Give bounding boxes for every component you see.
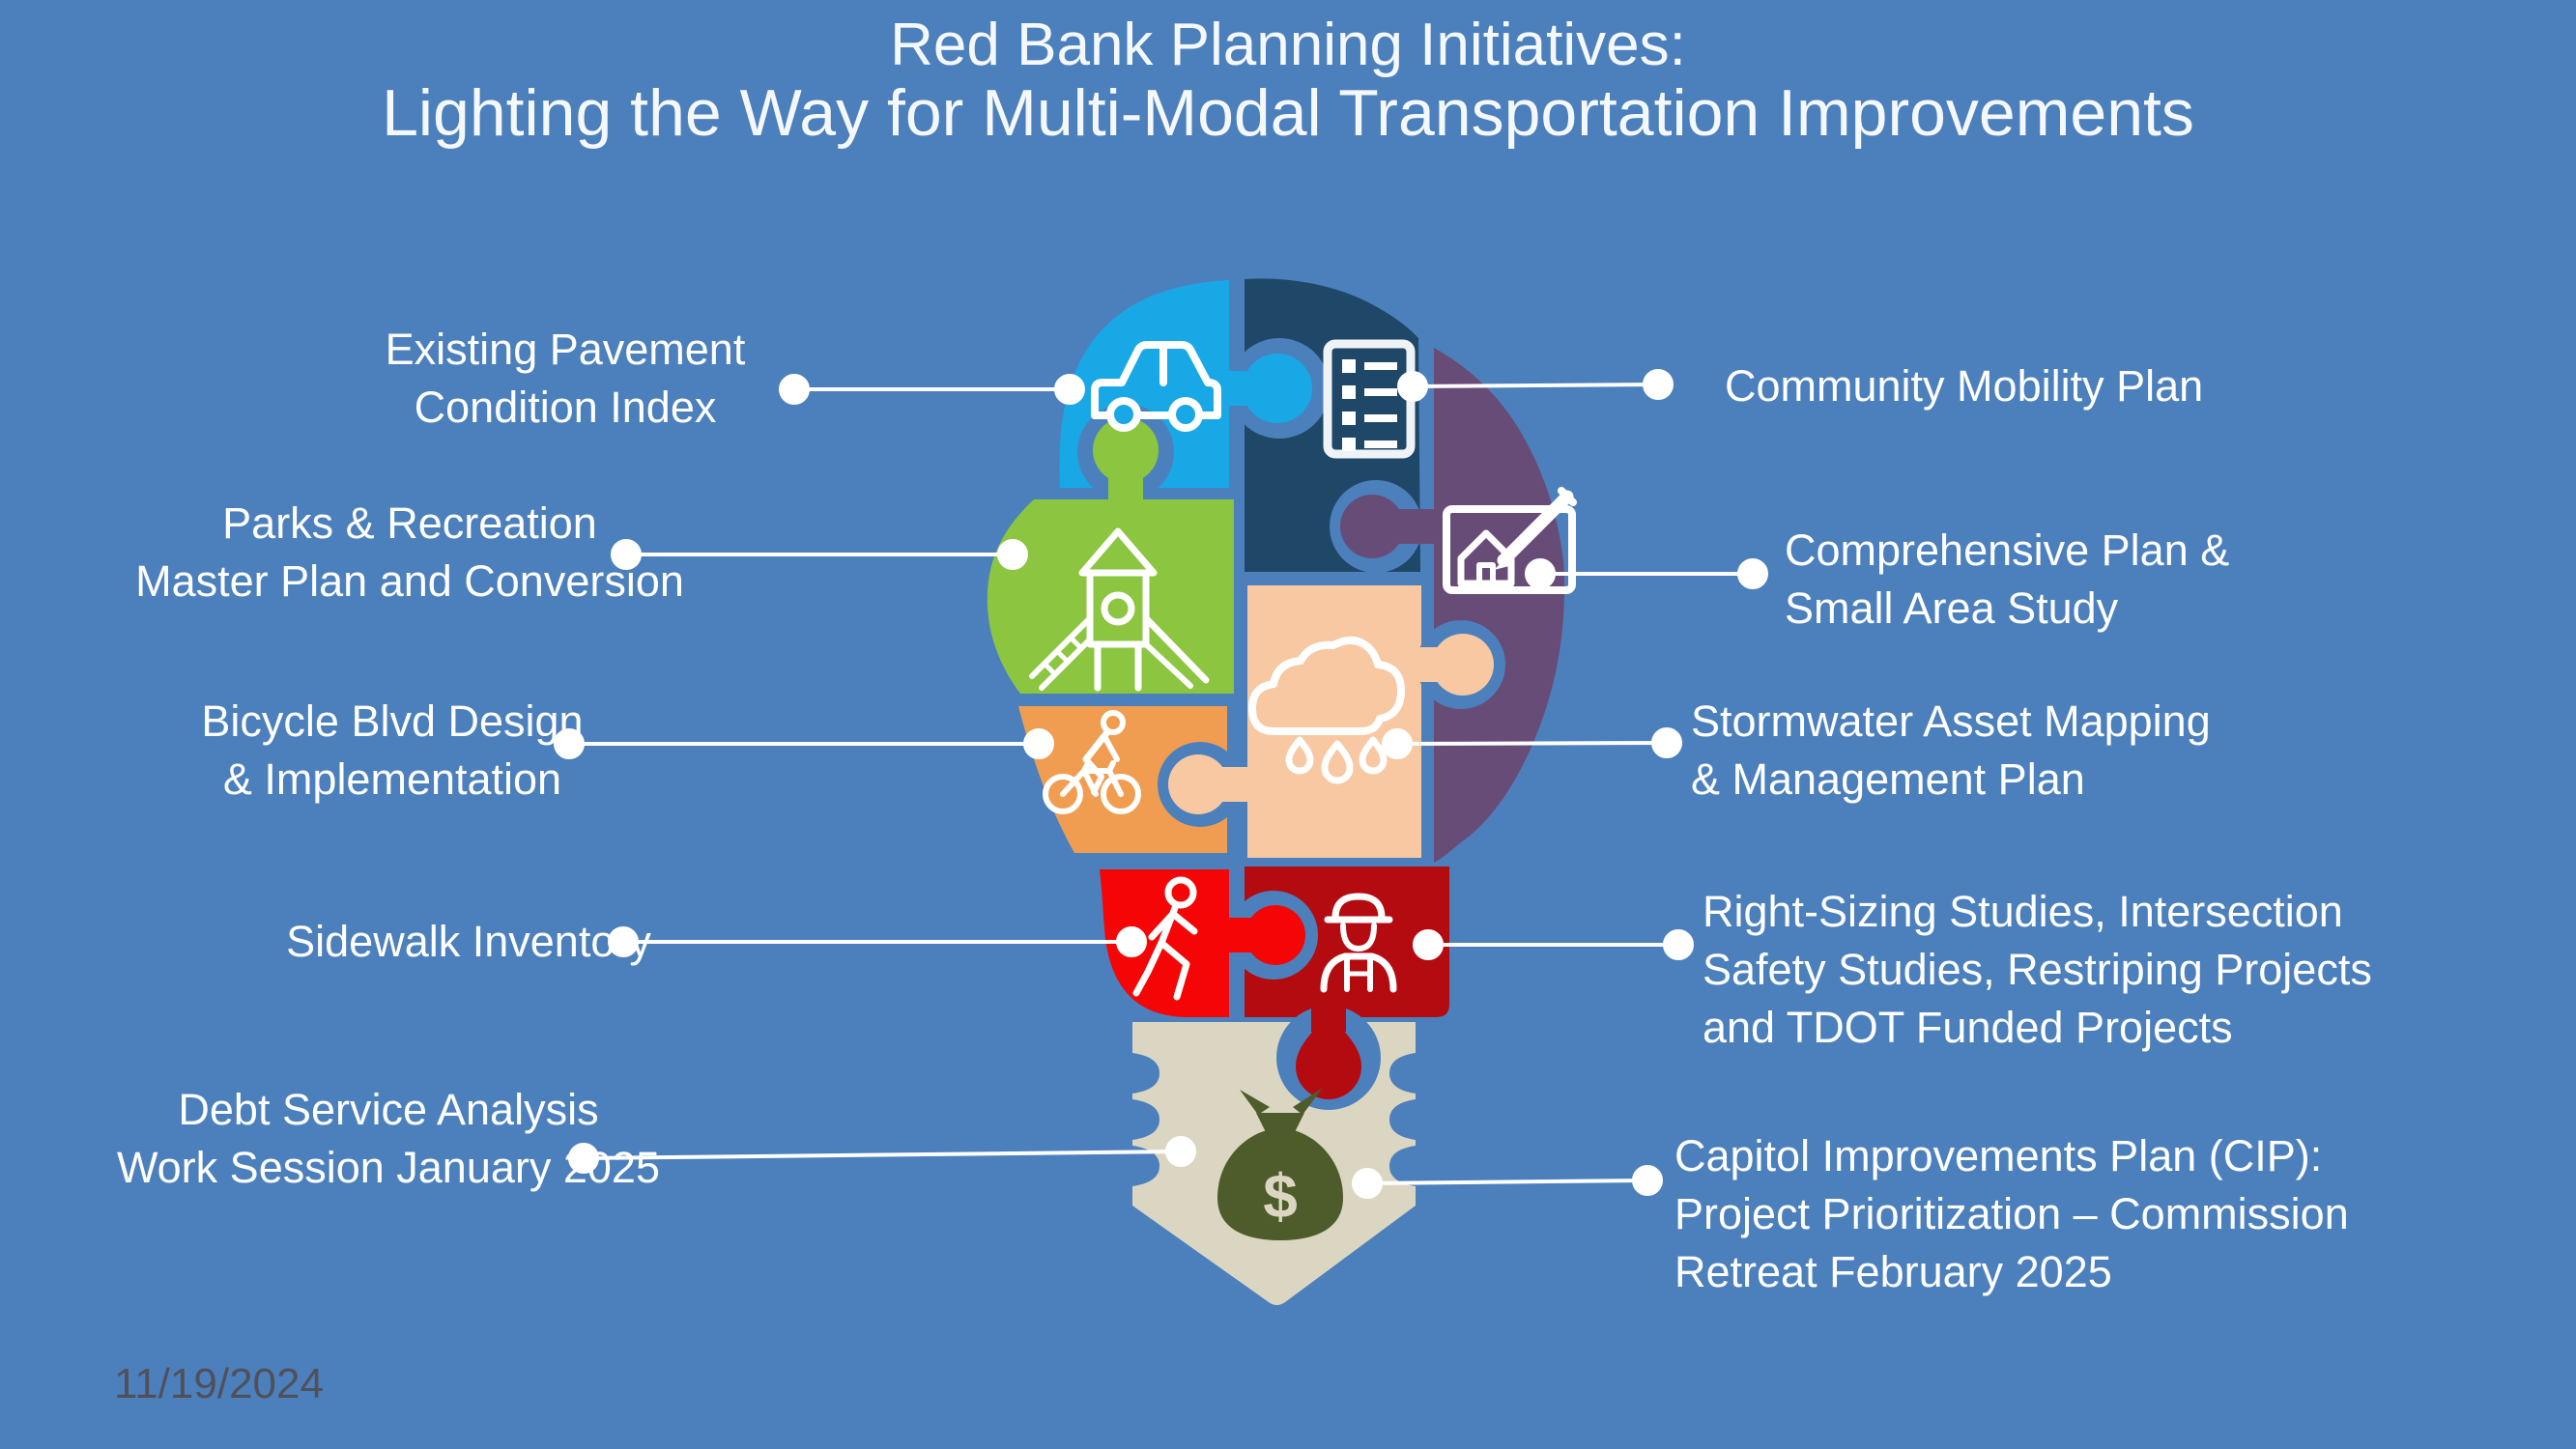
- label-bicycle-blvd: Bicycle Blvd Design & Implementation: [201, 696, 584, 804]
- label-debt-service: Debt Service Analysis Work Session Janua…: [117, 1085, 660, 1192]
- cyclist-icon: [1043, 710, 1141, 814]
- money-bag-icon: $: [1217, 1088, 1343, 1240]
- puzzle-piece-stormwater: [1247, 585, 1421, 858]
- teardrop-tab: [1296, 1014, 1361, 1099]
- leader-line-parks-recreation: [611, 539, 1028, 570]
- slide-title: Red Bank Planning Initiatives: Lighting …: [0, 12, 2576, 150]
- label-cip: Capitol Improvements Plan (CIP): Project…: [1674, 1131, 2349, 1296]
- label-comprehensive-plan: Comprehensive Plan & Small Area Study: [1785, 526, 2230, 633]
- leader-line-debt-service: [568, 1136, 1196, 1174]
- leader-line-existing-pavement: [779, 374, 1085, 405]
- bulb-screw-base: $: [1132, 1001, 1416, 1305]
- leader-line-stormwater: [1382, 727, 1682, 759]
- title-line-2: Lighting the Way for Multi-Modal Transpo…: [382, 76, 2194, 150]
- dollar-sign: $: [1263, 1161, 1298, 1231]
- label-community-mobility: Community Mobility Plan: [1725, 361, 2204, 411]
- slide-date: 11/19/2024: [114, 1360, 324, 1407]
- car-icon: [1091, 341, 1221, 432]
- title-line-1: Red Bank Planning Initiatives:: [890, 12, 1686, 78]
- leader-line-cip: [1352, 1165, 1663, 1199]
- puzzle-piece-comprehensive: [1434, 348, 1564, 863]
- leader-line-right-sizing: [1413, 929, 1694, 960]
- pedestrian-icon: [1132, 876, 1198, 1001]
- playground-icon: [1029, 527, 1210, 692]
- rain-cloud-icon: [1248, 636, 1405, 784]
- puzzle-tabs: [1077, 338, 1505, 980]
- label-existing-pavement: Existing Pavement Condition Index: [385, 325, 746, 432]
- label-stormwater: Stormwater Asset Mapping & Management Pl…: [1691, 696, 2211, 804]
- leader-line-bicycle-blvd: [554, 728, 1054, 759]
- label-right-sizing: Right-Sizing Studies, Intersection Safet…: [1703, 887, 2372, 1052]
- label-sidewalk-inventory: Sidewalk Inventory: [286, 917, 651, 966]
- label-parks-recreation: Parks & Recreation Master Plan and Conve…: [135, 498, 684, 606]
- leader-line-comprehensive-plan: [1525, 558, 1768, 589]
- leader-lines: [554, 369, 1768, 1199]
- leader-line-sidewalk-inventory: [608, 926, 1147, 957]
- leader-line-community-mobility: [1397, 369, 1674, 402]
- blueprint-house-icon: [1443, 487, 1577, 594]
- construction-worker-icon: [1320, 893, 1397, 993]
